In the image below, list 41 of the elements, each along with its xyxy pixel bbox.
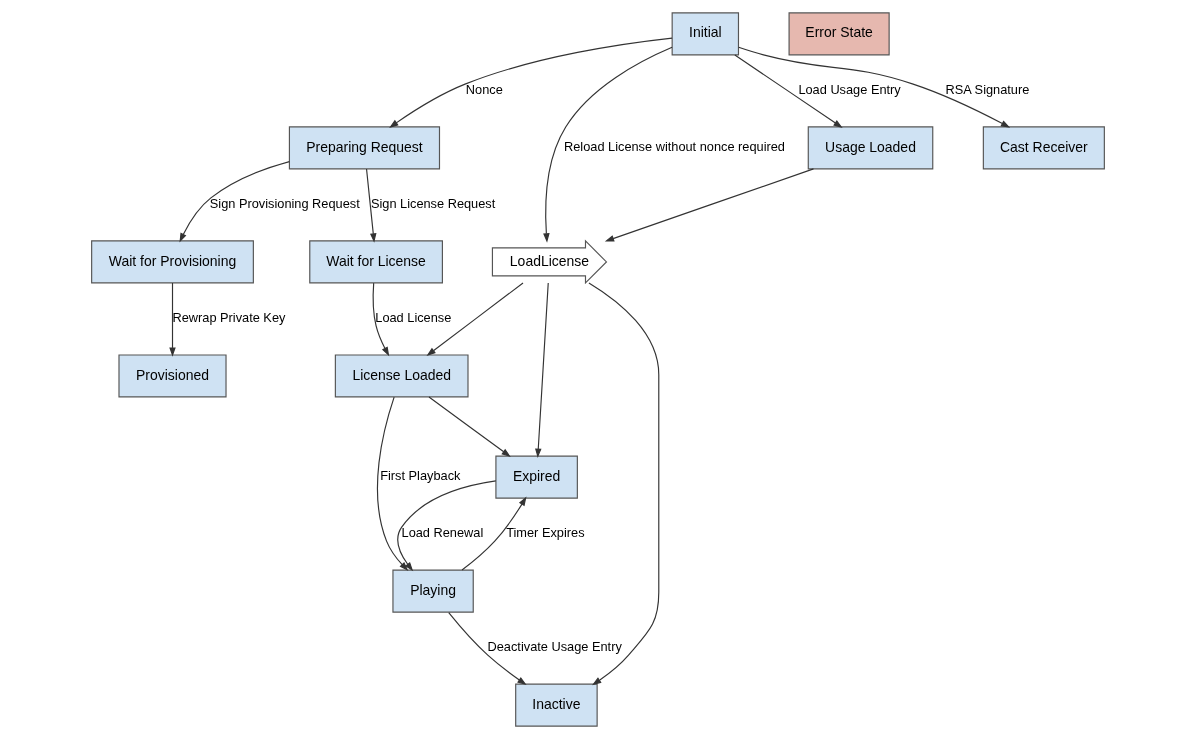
arrow — [448, 612, 527, 686]
edge-label: Timer Expires — [506, 525, 585, 541]
edge-label: Sign Provisioning Request — [209, 196, 360, 212]
arrow — [426, 282, 524, 356]
node-box: Initial — [671, 12, 740, 56]
arrow — [397, 480, 497, 572]
edge-label: Load Usage Entry — [798, 82, 901, 98]
node-box: Inactive — [515, 683, 598, 727]
node-box: Error State — [788, 12, 890, 56]
node-box: Wait for Provisioning — [91, 240, 254, 284]
arrow — [179, 161, 290, 243]
node-box: Wait for License — [309, 240, 443, 284]
node-box: Preparing Request — [288, 126, 441, 170]
arrow — [372, 282, 390, 357]
arrow — [734, 54, 843, 128]
edge-label: Sign License Request — [370, 196, 496, 212]
edge-label: First Playback — [380, 468, 461, 484]
node-box: License Loaded — [334, 354, 469, 398]
node-box: Provisioned — [118, 354, 227, 398]
node-box: Cast Receiver — [982, 126, 1105, 170]
edge-label: Rewrap Private Key — [172, 310, 286, 326]
edge-label: Nonce — [465, 82, 503, 98]
arrow — [535, 282, 549, 458]
arrow — [169, 282, 176, 357]
arrow — [604, 168, 815, 242]
arrow — [738, 46, 1011, 128]
edge-label: Load License — [375, 310, 452, 326]
arrow — [428, 396, 511, 457]
arrow — [543, 46, 673, 243]
arrow — [365, 168, 377, 243]
arrow — [588, 282, 660, 686]
node-box: Usage Loaded — [807, 126, 934, 170]
edge-label: RSA Signature — [945, 82, 1030, 98]
edge-label: Deactivate Usage Entry — [487, 639, 622, 655]
edge-label: Load Renewal — [401, 525, 484, 541]
arrow — [389, 37, 673, 128]
node-box: Playing — [392, 569, 474, 613]
arrow — [461, 496, 527, 571]
edge-label: Reload License without nonce required — [564, 139, 785, 155]
arrow — [376, 396, 409, 571]
node-box: Expired — [495, 455, 578, 499]
